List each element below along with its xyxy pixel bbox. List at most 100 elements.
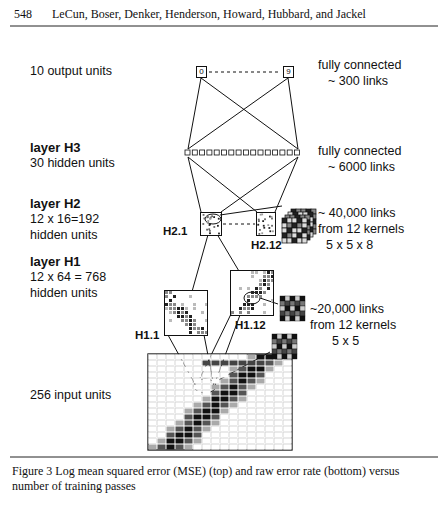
unit-cell [255,291,258,294]
unit-cell [177,311,180,314]
unit-dot [260,214,262,216]
unit-dot [259,229,261,231]
input-frame [148,354,292,450]
unit-cell [255,271,258,274]
input-pixel [158,355,166,360]
hidden-unit [265,150,270,155]
input-pixel [176,391,184,396]
input-pixel [212,409,220,414]
unit-dot [206,216,208,218]
input-pixel [185,379,193,384]
input-pixel [212,439,220,444]
wire [188,78,201,149]
input-pixel [230,355,238,360]
kernel-cell [272,344,277,349]
leader-line [215,352,270,382]
input-pixel [248,385,256,390]
input-pixel [203,415,211,420]
input-pixel [149,397,157,402]
input-pixel [275,361,283,366]
kernel-cell [300,311,305,316]
input-pixel [266,373,274,378]
input-pixel [221,415,229,420]
unit-cell [181,315,184,318]
kernel-cell [277,344,282,349]
input-pixel [194,415,202,420]
input-pixel [257,391,265,396]
input-pixel [230,397,238,402]
input-pixel [149,439,157,444]
unit-cell [193,307,196,310]
input-pixel [176,409,184,414]
input-pixel [149,367,157,372]
hidden-unit [236,150,241,155]
unit-cell [247,295,250,298]
unit-dot [261,213,263,215]
kernel-cell [282,354,287,359]
input-pixel [194,409,202,414]
input-pixel [221,367,229,372]
input-pixel [176,361,184,366]
unit-cell [173,311,176,314]
unit-dot [258,220,260,222]
hidden-unit [243,150,248,155]
input-pixel [257,373,265,378]
input-pixel [248,355,256,360]
input-pixel [167,421,175,426]
hidden-unit [222,150,227,155]
link-note: ~ 300 links [328,74,388,89]
input-pixel [176,427,184,432]
unit-cell [259,283,262,286]
input-pixel [167,433,175,438]
unit-dot [268,227,270,229]
unit-cell [259,287,262,290]
input-pixel [266,379,274,384]
page-rules [10,26,438,457]
kernel-cell [303,227,308,232]
unit-cell [189,323,192,326]
input-pixel [176,415,184,420]
map-name: H1.1 [135,329,159,342]
wire [275,157,298,212]
unit-cell [251,271,254,274]
input-pixel [167,391,175,396]
input-pixel [212,361,220,366]
hidden-unit [287,150,292,155]
input-pixel [212,385,220,390]
unit-dot [269,216,271,218]
top-rule [10,26,438,27]
input-pixel [167,415,175,420]
unit-digit: 9 [284,67,293,77]
kernel-cell [287,354,292,359]
input-pixel [158,373,166,378]
input-pixel [203,355,211,360]
link-note: ~ 40,000 links [318,206,395,221]
input-pixel [221,373,229,378]
unit-cell [185,311,188,314]
kernel-cell [295,311,300,316]
kernel-cell [285,296,290,301]
input-pixel [221,379,229,384]
input-pixel [275,403,283,408]
unit-cell [193,327,196,330]
unit-cell [173,307,176,310]
input-pixel [194,433,202,438]
input-pixel [284,361,292,366]
unit-cell [267,275,270,278]
input-pixel [212,373,220,378]
input-pixel [239,397,247,402]
input-pixel [284,421,292,426]
input-pixel [167,445,175,450]
unit-cell [169,299,172,302]
input-pixel [158,415,166,420]
kernel-cell [295,296,300,301]
input-pixel [221,439,229,444]
kernel-cube [282,209,316,243]
input-pixel [212,445,220,450]
unit-cell [185,323,188,326]
unit-dot [206,229,208,231]
kernel-cell [292,228,297,233]
input-pixel [203,439,211,444]
leader-line [260,298,278,304]
kernel-cell [282,233,287,238]
